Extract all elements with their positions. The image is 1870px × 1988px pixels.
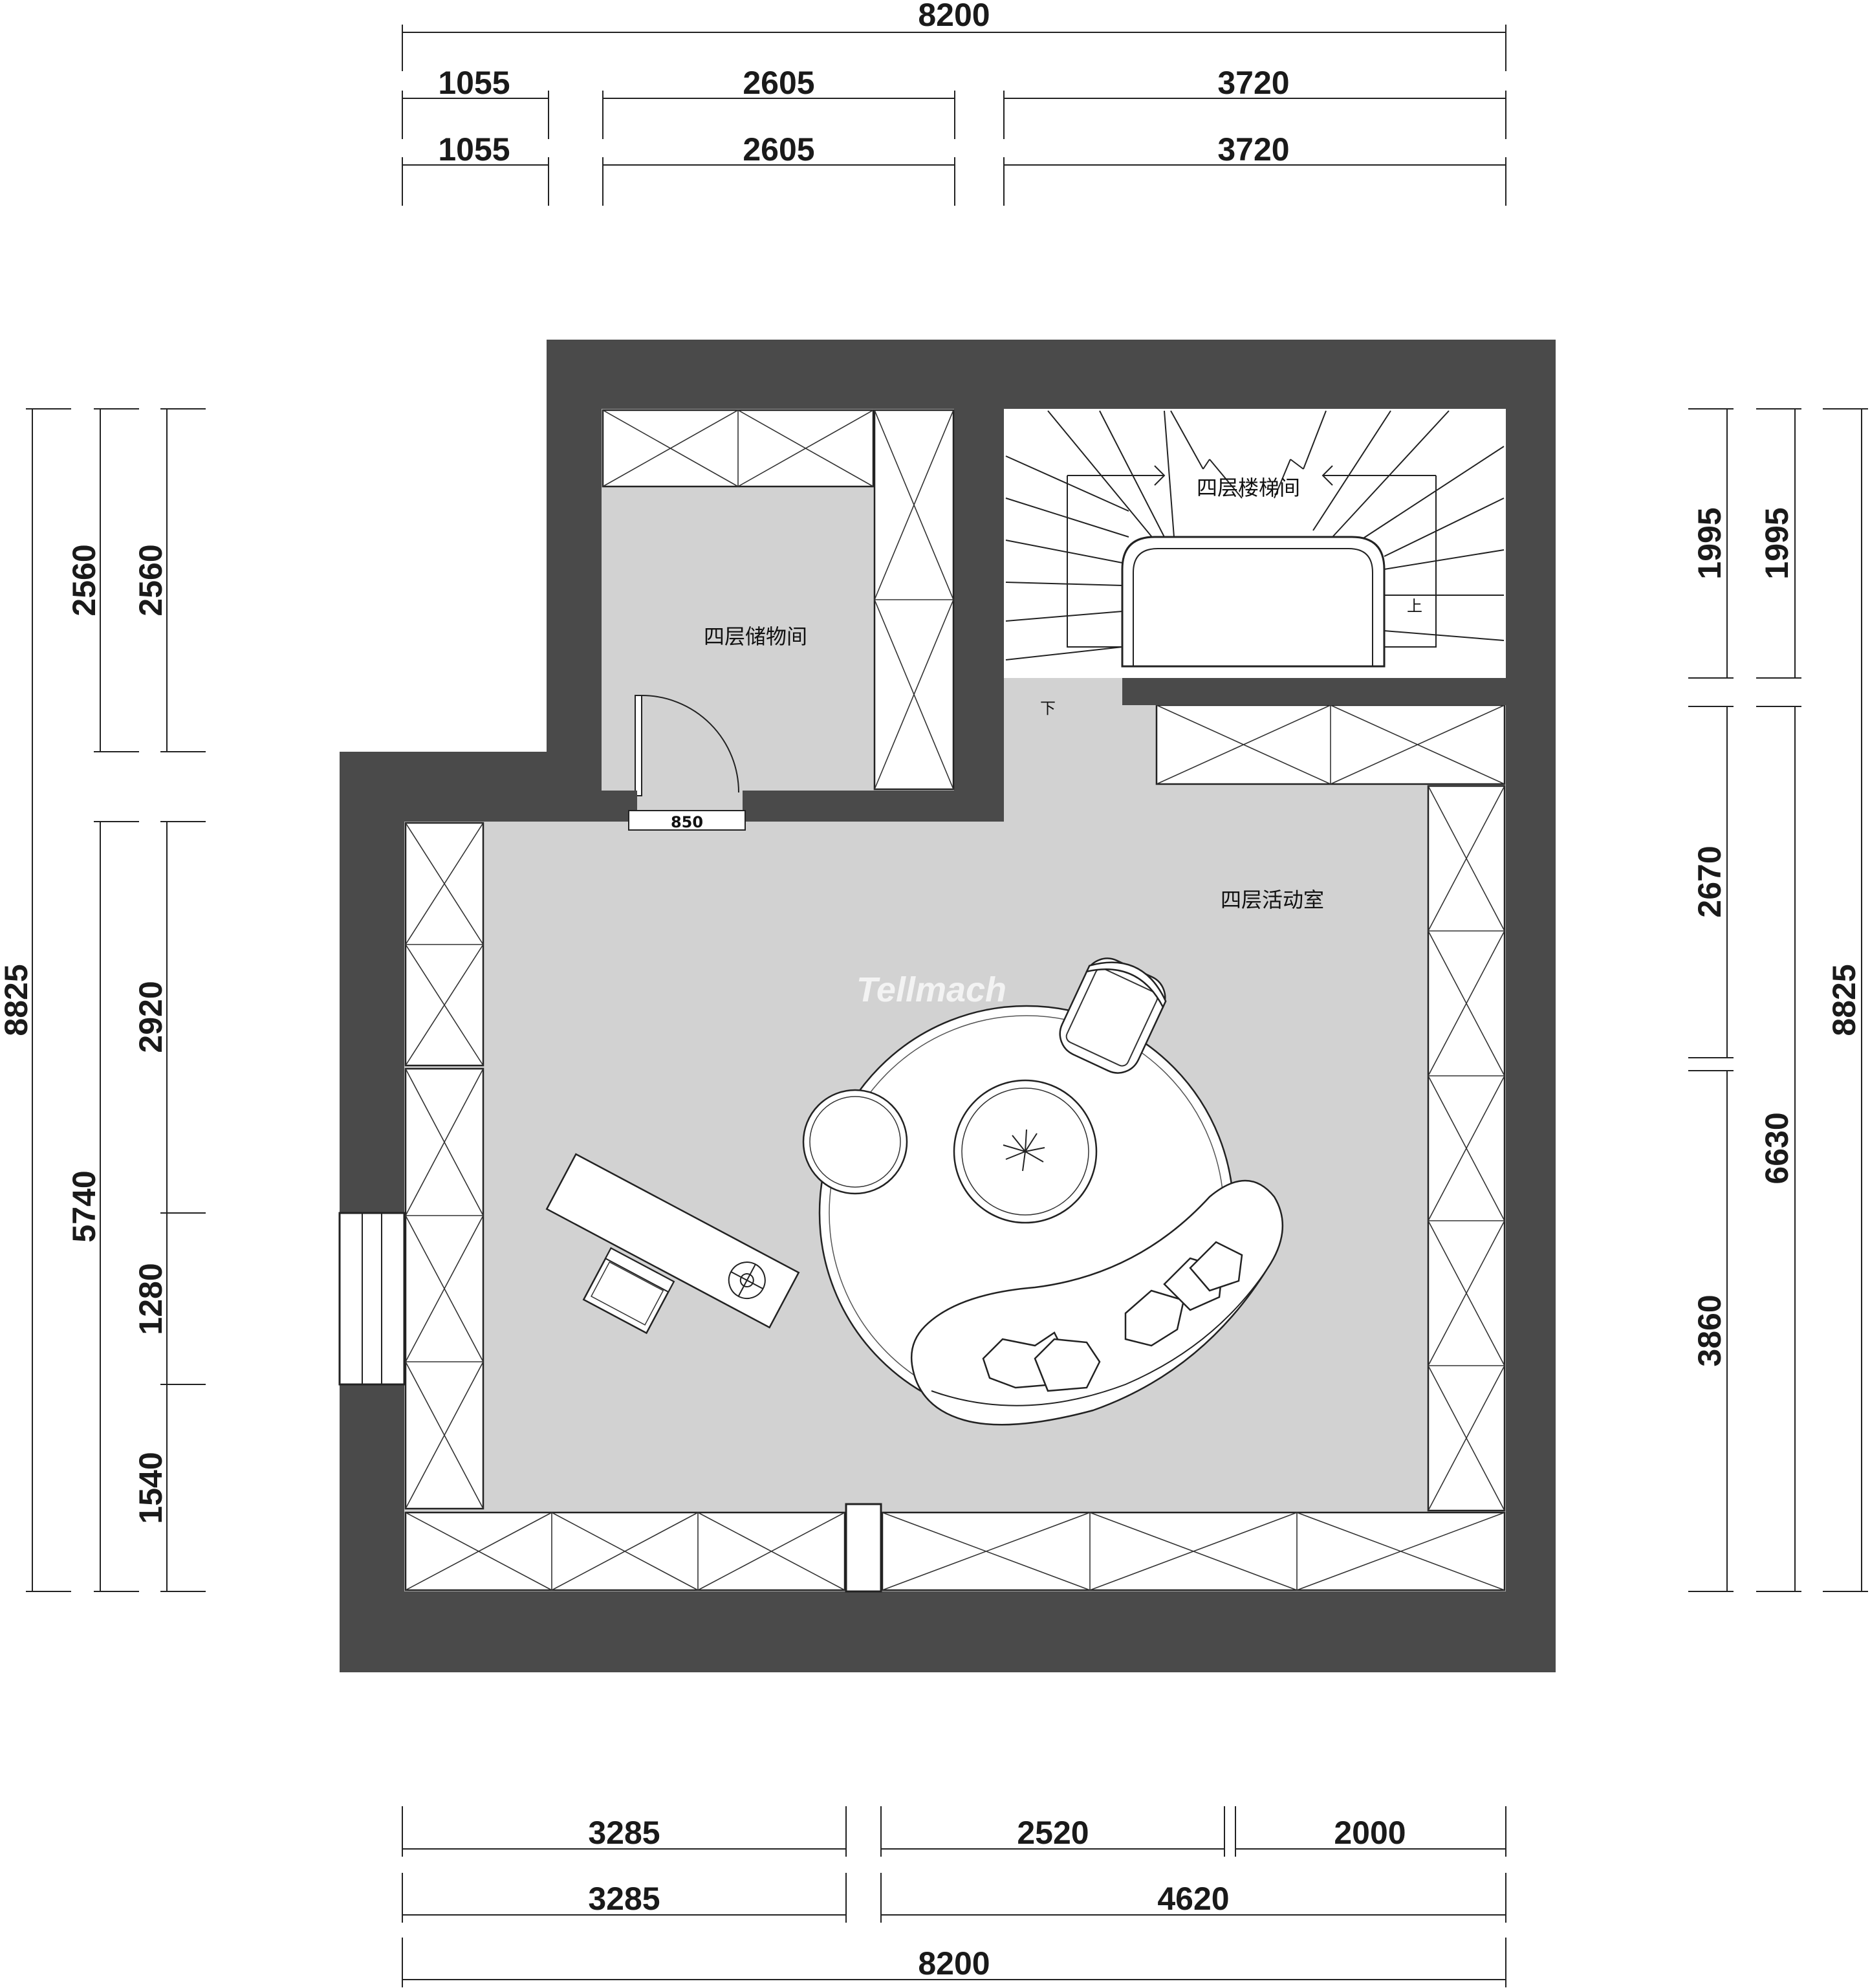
storage-top-cabinet [602, 409, 875, 488]
dim-left-in-b: 2920 [133, 981, 169, 1053]
storage-room-label: 四层储物间 [704, 624, 807, 649]
watermark: Tellmach [856, 970, 1006, 1009]
dim-left-in-a: 2560 [133, 544, 169, 616]
left-dimensions: 8825 2560 5740 2560 2920 1280 1540 [0, 408, 206, 1592]
dim-left-outer: 8825 [0, 964, 34, 1036]
side-table [802, 1089, 908, 1195]
dim-left-in-d: 1540 [133, 1452, 169, 1524]
dim-left-mid-b: 5740 [66, 1170, 102, 1242]
dim-right-mid-a: 1995 [1759, 507, 1795, 579]
dim-left-in-c: 1280 [133, 1263, 169, 1335]
stair-room-label: 四层楼梯间 [1197, 475, 1300, 500]
left-wall-cabinet [404, 822, 484, 1510]
window [338, 1212, 406, 1386]
dim-top-r2-a: 1055 [438, 131, 510, 168]
storage-door[interactable] [624, 695, 756, 831]
dim-right-in-b: 2670 [1691, 846, 1728, 917]
dim-bot-total: 8200 [918, 1945, 990, 1982]
top-dimensions: 8200 1055 2605 3720 1055 2605 3720 [402, 0, 1506, 206]
bottom-right-cabinet [881, 1511, 1506, 1591]
dim-bot-r1-a: 3285 [588, 1815, 660, 1851]
dim-right-in-c: 3860 [1691, 1294, 1728, 1366]
stair-down-label: 下 [1040, 699, 1056, 717]
desk-chair [582, 1247, 675, 1335]
dim-bot-r1-c: 2000 [1334, 1815, 1406, 1851]
dim-bot-r1-b: 2520 [1017, 1815, 1089, 1851]
bottom-left-cabinet [404, 1511, 846, 1591]
dim-left-mid-a: 2560 [66, 544, 102, 616]
dim-right-outer: 8825 [1826, 964, 1862, 1036]
bottom-opening [845, 1503, 882, 1593]
dim-bot-r2-a: 3285 [588, 1881, 660, 1917]
right-dimensions: 1995 2670 3860 1995 6630 8825 [1688, 408, 1868, 1592]
stair-side-cabinet [1155, 704, 1506, 785]
dim-top-r2-c: 3720 [1217, 131, 1289, 168]
storage-side-cabinet [873, 409, 955, 791]
right-wall-cabinet [1427, 785, 1506, 1512]
staircase [1005, 410, 1506, 705]
lounge-chair [1059, 957, 1167, 1074]
door-width-label: 850 [671, 813, 703, 831]
dim-top-r1-c: 3720 [1217, 65, 1289, 101]
dim-top-r1-a: 1055 [438, 65, 510, 101]
writing-desk [545, 1153, 800, 1329]
dim-top-r1-b: 2605 [743, 65, 814, 101]
dim-top-total: 8200 [918, 0, 990, 33]
curved-sofa [911, 1179, 1284, 1426]
dim-right-in-a: 1995 [1691, 507, 1728, 579]
bottom-dimensions: 3285 2520 2000 3285 4620 8200 [402, 1806, 1506, 1987]
activity-room-label: 四层活动室 [1221, 888, 1324, 912]
coffee-table [953, 1079, 1098, 1224]
stair-up-label: 上 [1407, 597, 1422, 615]
dim-top-r2-b: 2605 [743, 131, 814, 168]
dim-right-mid-b: 6630 [1759, 1112, 1795, 1184]
dim-bot-r2-b: 4620 [1157, 1881, 1229, 1917]
